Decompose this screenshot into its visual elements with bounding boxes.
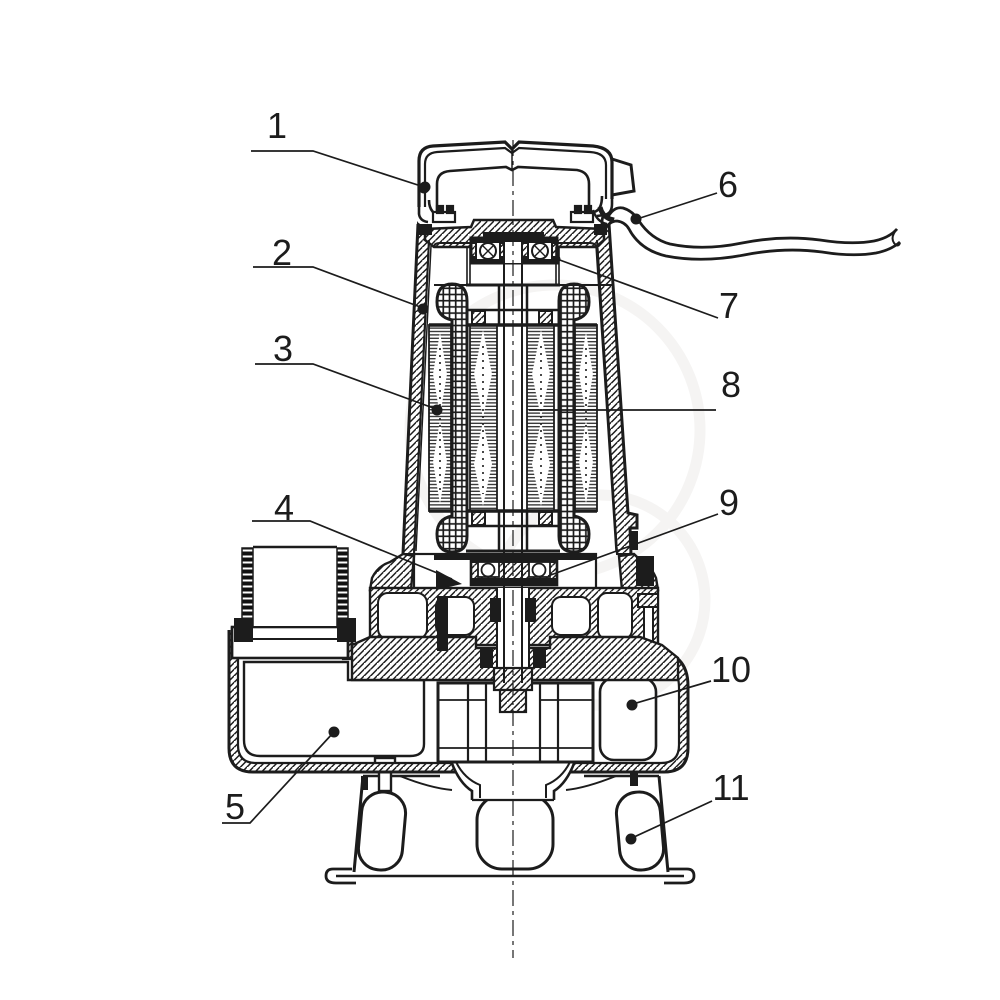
svg-text:7: 7 xyxy=(719,285,739,326)
svg-text:6: 6 xyxy=(718,164,738,205)
svg-text:4: 4 xyxy=(274,487,294,528)
svg-text:8: 8 xyxy=(721,364,741,405)
svg-text:11: 11 xyxy=(712,767,749,808)
svg-text:1: 1 xyxy=(267,105,287,146)
svg-text:5: 5 xyxy=(225,786,245,827)
svg-text:2: 2 xyxy=(272,232,292,273)
svg-text:9: 9 xyxy=(719,482,739,523)
svg-text:3: 3 xyxy=(273,328,293,369)
svg-text:10: 10 xyxy=(711,649,751,690)
